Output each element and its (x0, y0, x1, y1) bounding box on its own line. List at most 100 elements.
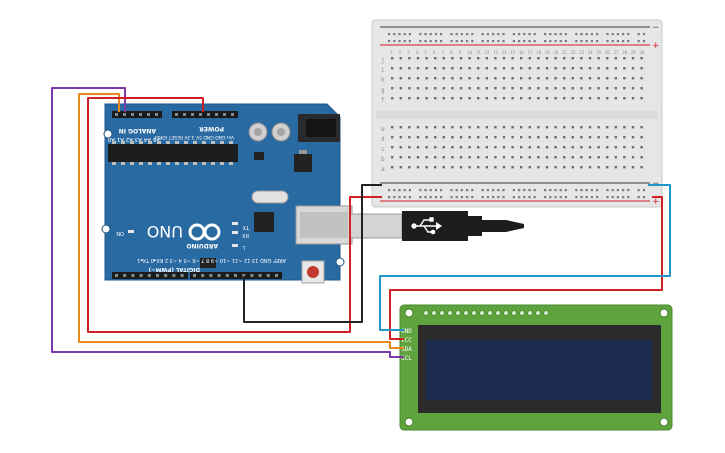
breadboard-hole[interactable] (616, 189, 619, 192)
breadboard-hole[interactable] (520, 156, 523, 159)
breadboard-hole[interactable] (597, 57, 600, 60)
breadboard-hole[interactable] (391, 136, 394, 139)
breadboard-hole[interactable] (597, 136, 600, 139)
breadboard-hole[interactable] (606, 77, 609, 80)
breadboard-hole[interactable] (563, 136, 566, 139)
breadboard-hole[interactable] (537, 146, 540, 149)
breadboard-hole[interactable] (502, 146, 506, 149)
breadboard-hole[interactable] (544, 189, 547, 192)
header-pin[interactable] (183, 113, 186, 116)
breadboard-hole[interactable] (564, 196, 567, 199)
breadboard-hole[interactable] (511, 67, 514, 70)
breadboard-hole[interactable] (494, 87, 497, 90)
breadboard-hole[interactable] (537, 77, 540, 80)
breadboard-hole[interactable] (523, 196, 526, 199)
breadboard-hole[interactable] (606, 146, 609, 149)
breadboard-hole[interactable] (596, 196, 599, 199)
breadboard-hole[interactable] (399, 97, 402, 100)
breadboard-hole[interactable] (502, 97, 506, 100)
breadboard-hole[interactable] (416, 77, 420, 80)
breadboard-hole[interactable] (388, 40, 391, 43)
breadboard-hole[interactable] (622, 196, 625, 199)
breadboard-hole[interactable] (511, 166, 514, 169)
breadboard-hole[interactable] (614, 136, 617, 139)
breadboard-hole[interactable] (391, 67, 394, 70)
breadboard-hole[interactable] (528, 166, 531, 169)
breadboard-hole[interactable] (451, 156, 454, 159)
breadboard-hole[interactable] (623, 67, 626, 70)
breadboard-hole[interactable] (451, 67, 454, 70)
breadboard-hole[interactable] (497, 33, 500, 36)
breadboard-hole[interactable] (459, 67, 463, 70)
breadboard-hole[interactable] (606, 156, 609, 159)
breadboard-hole[interactable] (442, 87, 445, 90)
breadboard-hole[interactable] (554, 67, 557, 70)
breadboard-hole[interactable] (537, 87, 540, 90)
breadboard-hole[interactable] (631, 126, 635, 129)
breadboard-hole[interactable] (434, 146, 437, 149)
breadboard-hole[interactable] (466, 196, 469, 199)
breadboard-hole[interactable] (571, 67, 574, 70)
breadboard-hole[interactable] (429, 40, 432, 43)
breadboard-hole[interactable] (416, 126, 420, 129)
breadboard-hole[interactable] (408, 166, 411, 169)
breadboard-hole[interactable] (466, 189, 469, 192)
breadboard-hole[interactable] (408, 40, 411, 43)
breadboard-hole[interactable] (459, 146, 463, 149)
breadboard-hole[interactable] (564, 189, 567, 192)
breadboard-hole[interactable] (442, 97, 445, 100)
breadboard-hole[interactable] (588, 87, 592, 90)
breadboard-hole[interactable] (512, 189, 515, 192)
breadboard-hole[interactable] (588, 57, 592, 60)
breadboard-hole[interactable] (399, 57, 402, 60)
breadboard-hole[interactable] (399, 87, 402, 90)
breadboard-hole[interactable] (580, 146, 583, 149)
breadboard-hole[interactable] (611, 40, 614, 43)
lcd-module[interactable]: GND VCC SDA SCL (399, 304, 673, 431)
breadboard-hole[interactable] (627, 189, 630, 192)
breadboard-hole[interactable] (597, 166, 600, 169)
breadboard-hole[interactable] (580, 87, 583, 90)
breadboard-hole[interactable] (434, 67, 437, 70)
breadboard-hole[interactable] (596, 40, 599, 43)
breadboard-hole[interactable] (440, 196, 443, 199)
breadboard-hole[interactable] (442, 136, 445, 139)
breadboard-hole[interactable] (622, 33, 625, 36)
breadboard-hole[interactable] (590, 189, 593, 192)
breadboard-hole[interactable] (554, 196, 557, 199)
header-pin[interactable] (164, 274, 168, 277)
breadboard-hole[interactable] (450, 189, 453, 192)
breadboard-hole[interactable] (614, 126, 617, 129)
breadboard-hole[interactable] (554, 136, 557, 139)
breadboard-hole[interactable] (398, 189, 401, 192)
breadboard-hole[interactable] (388, 33, 391, 36)
breadboard-hole[interactable] (442, 67, 445, 70)
breadboard-hole[interactable] (403, 189, 406, 192)
header-pin[interactable] (275, 274, 278, 277)
breadboard-hole[interactable] (545, 57, 549, 60)
breadboard-hole[interactable] (640, 77, 643, 80)
breadboard-hole[interactable] (485, 146, 488, 149)
breadboard-hole[interactable] (408, 196, 411, 199)
breadboard-hole[interactable] (606, 136, 609, 139)
breadboard-hole[interactable] (545, 77, 549, 80)
breadboard-hole[interactable] (520, 87, 523, 90)
breadboard-hole[interactable] (477, 77, 480, 80)
breadboard-hole[interactable] (468, 67, 471, 70)
breadboard-hole[interactable] (468, 87, 471, 90)
breadboard-hole[interactable] (494, 156, 497, 159)
breadboard-hole[interactable] (468, 146, 471, 149)
breadboard-hole[interactable] (485, 136, 488, 139)
breadboard-hole[interactable] (434, 33, 437, 36)
breadboard-hole[interactable] (590, 196, 593, 199)
breadboard-hole[interactable] (429, 189, 432, 192)
breadboard-hole[interactable] (642, 33, 645, 36)
breadboard-hole[interactable] (511, 57, 514, 60)
breadboard-hole[interactable] (554, 97, 557, 100)
breadboard-hole[interactable] (502, 87, 506, 90)
header-pin[interactable] (193, 274, 196, 277)
breadboard-hole[interactable] (391, 87, 394, 90)
breadboard-hole[interactable] (477, 67, 480, 70)
breadboard-hole[interactable] (614, 156, 617, 159)
